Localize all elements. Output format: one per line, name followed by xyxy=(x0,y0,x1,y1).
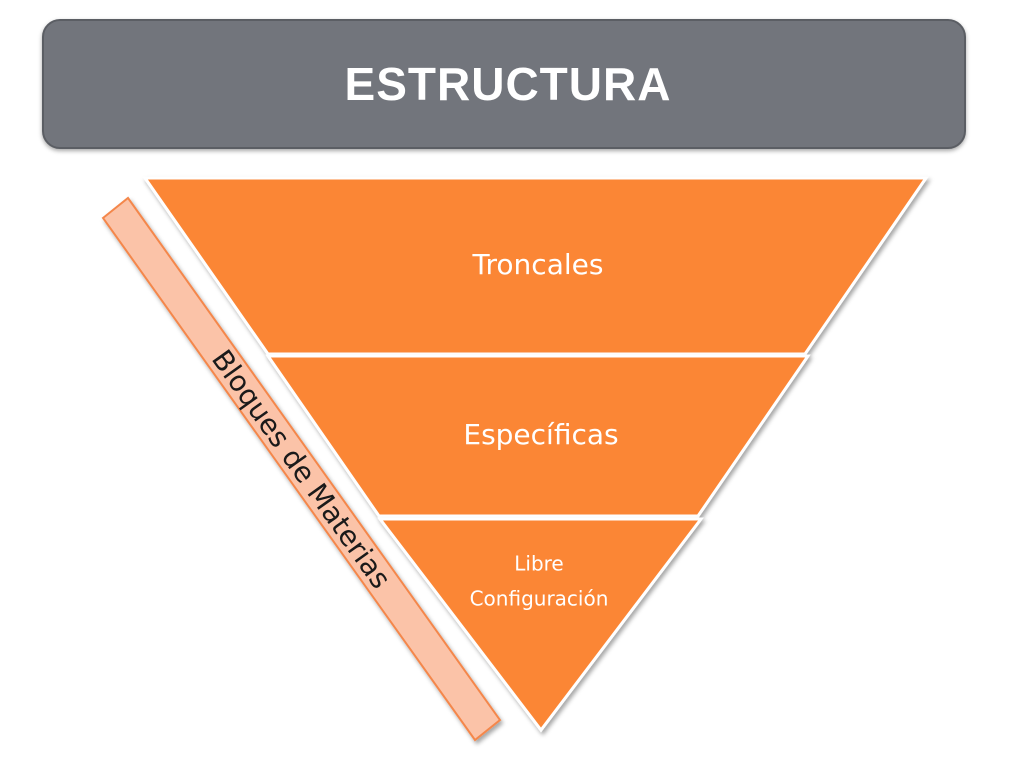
page-title: ESTRUCTURA xyxy=(344,58,672,110)
tier-especificas-shape xyxy=(265,354,811,518)
tier-especificas-label: Específicas xyxy=(463,418,618,451)
side-bar-shape xyxy=(101,196,502,742)
tier-libre-label: Libre xyxy=(514,552,563,576)
tier-troncales-shape xyxy=(142,176,929,356)
tier-libre-configuracion-shape xyxy=(376,517,705,733)
tier-configuracion-label: Configuración xyxy=(470,587,609,611)
tier-especificas: Específicas xyxy=(265,354,811,518)
tier-troncales: Troncales xyxy=(142,176,929,356)
title-banner: ESTRUCTURA xyxy=(42,19,966,149)
tier-troncales-label: Troncales xyxy=(472,248,604,281)
tier-libre-configuracion: Libre Configuración xyxy=(376,517,705,733)
